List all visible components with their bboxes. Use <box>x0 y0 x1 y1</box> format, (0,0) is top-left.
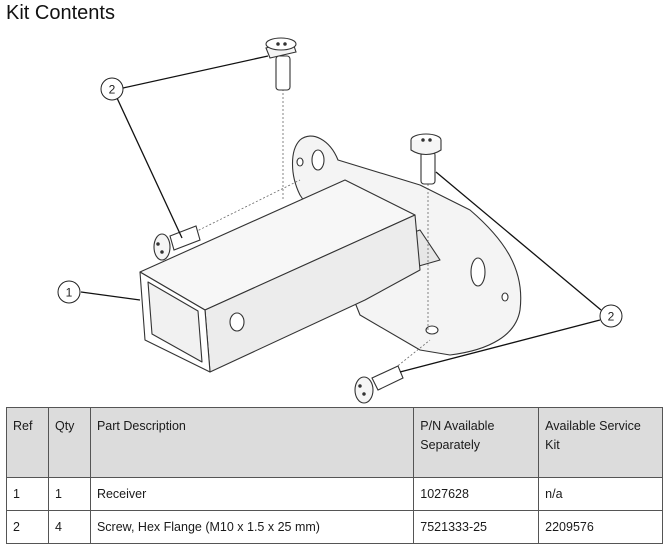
header-part-description: Part Description <box>89 407 415 478</box>
parts-illustration: 2 1 2 <box>57 37 623 404</box>
kit-contents-table: Ref Qty Part Description P/N Available S… <box>6 407 663 544</box>
table-header-row: Ref Qty Part Description P/N Available S… <box>6 407 663 478</box>
header-qty: Qty <box>47 407 91 478</box>
table-row: 1 1 Receiver 1027628 n/a <box>6 477 663 511</box>
cell-qty: 1 <box>47 477 91 511</box>
screw-top <box>265 37 297 91</box>
callout-2-top-label: 2 <box>109 83 116 97</box>
screw-left <box>153 225 201 261</box>
page-title: Kit Contents <box>6 2 115 24</box>
plate-slot-upper <box>311 149 325 171</box>
plate-hole-bottom <box>425 325 439 335</box>
callout-2-right <box>599 304 623 328</box>
plate-hole-right <box>501 292 509 302</box>
receiver-pin-hole <box>229 312 245 332</box>
screw-bottom <box>354 365 404 404</box>
header-service-kit: Available Service Kit <box>538 407 663 478</box>
cell-pn: 7521333-25 <box>413 510 540 544</box>
cell-kit: 2209576 <box>538 510 663 544</box>
cell-description: Screw, Hex Flange (M10 x 1.5 x 25 mm) <box>89 510 415 544</box>
header-ref: Ref <box>6 407 49 478</box>
plate-hole-left <box>296 157 304 167</box>
cell-ref: 1 <box>6 477 49 511</box>
table-row: 2 4 Screw, Hex Flange (M10 x 1.5 x 25 mm… <box>6 510 663 544</box>
receiver-opening <box>147 281 203 363</box>
cell-description: Receiver <box>89 477 415 511</box>
callout-2-right-label: 2 <box>608 310 615 324</box>
callout-1 <box>57 280 81 304</box>
screw-right <box>410 133 442 185</box>
callout-2-top <box>100 77 124 101</box>
callout-1-label: 1 <box>66 286 73 300</box>
cell-pn: 1027628 <box>413 477 540 511</box>
plate-slot-right <box>470 257 486 287</box>
cell-kit: n/a <box>538 477 663 511</box>
cell-qty: 4 <box>47 510 91 544</box>
header-pn: P/N Available Separately <box>413 407 540 478</box>
cell-ref: 2 <box>6 510 49 544</box>
